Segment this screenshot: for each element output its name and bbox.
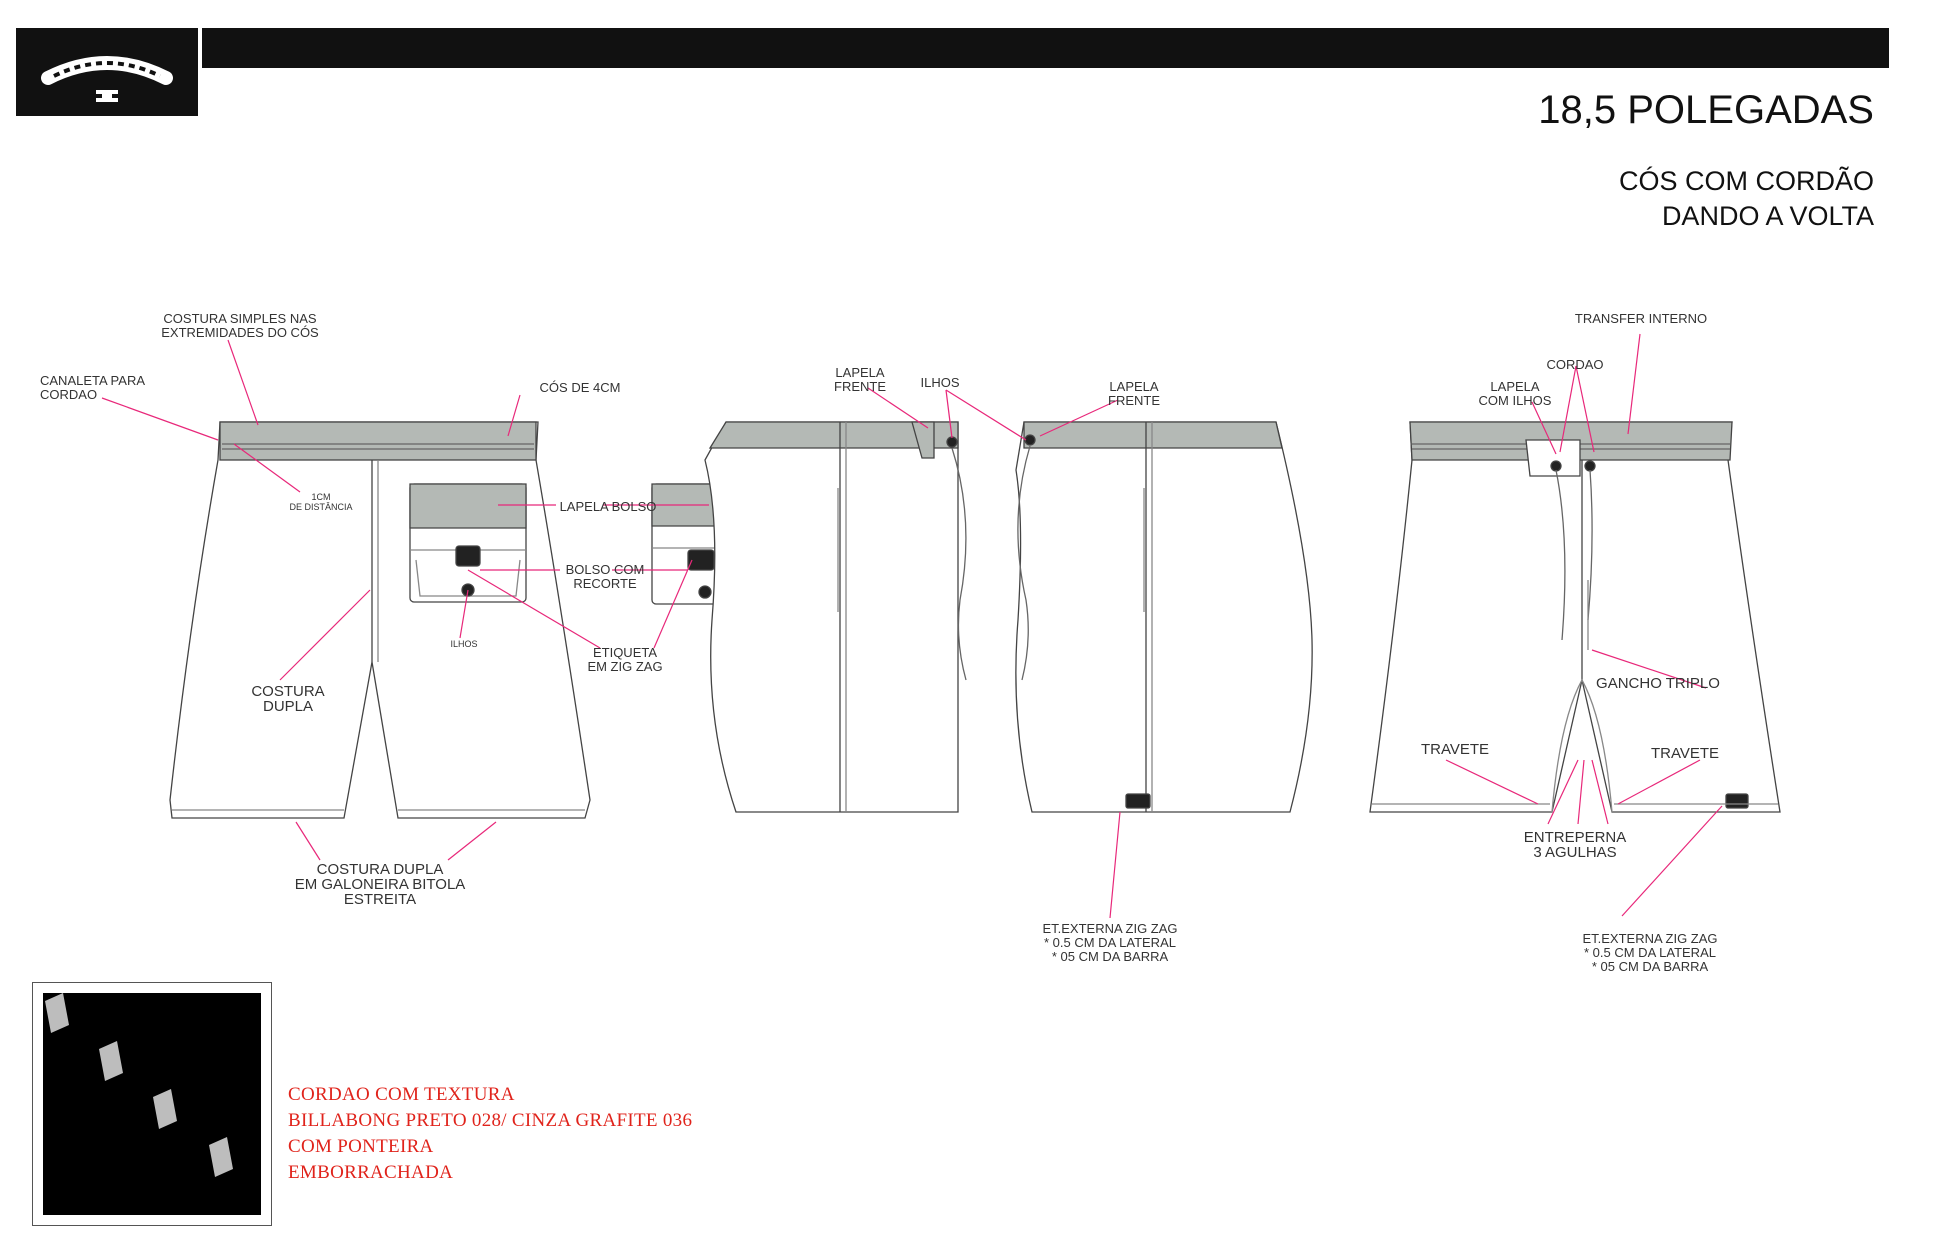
label-lapela-bolso: LAPELA BOLSO [559,499,657,514]
label-lapela-frente-2: LAPELA FRENTE [1108,379,1160,408]
label-et-externa-2: ET.EXTERNA ZIG ZAG * 0.5 CM DA LATERAL *… [1582,931,1718,974]
note-line-2: BILLABONG PRETO 028/ CINZA GRAFITE 036 [288,1110,693,1131]
label-1cm-distancia: 1CM DE DISTÂNCIA [289,492,353,512]
label-etiqueta: ETIQUETA EM ZIG ZAG [587,645,663,674]
label-et-externa-1: ET.EXTERNA ZIG ZAG * 0.5 CM DA LATERAL *… [1042,921,1178,964]
billabong-logo-icon [41,56,173,102]
subtitle-line-1: CÓS COM CORDÃO [1618,166,1874,196]
label-travete-left: TRAVETE [1420,741,1490,758]
label-entreperna: ENTREPERNA 3 AGULHAS [1523,829,1627,861]
label-ilhos-small: ILHOS [450,639,478,649]
brand-logo [16,28,198,116]
cord-texture-swatch [32,982,272,1226]
side-view-left [704,421,967,813]
label-travete-right: TRAVETE [1650,745,1720,762]
label-lapela-frente-1: LAPELA FRENTE [834,365,886,394]
swatch-fill [43,993,261,1215]
label-cordao: CORDAO [1546,357,1604,372]
side-view-right [1015,421,1313,813]
label-costura-simples: COSTURA SIMPLES NAS EXTREMIDADES DO CÓS [161,311,319,340]
note-line-3: COM PONTEIRA [288,1136,434,1157]
label-gancho-triplo: GANCHO TRIPLO [1596,675,1720,692]
label-lapela-com-ilhos: LAPELA COM ILHOS [1478,379,1552,408]
header-bar [202,28,1889,68]
label-costura-dupla-galoneira: COSTURA DUPLA EM GALONEIRA BITOLA ESTREI… [294,861,466,908]
label-ilhos: ILHOS [920,375,960,390]
back-view-shorts [169,421,591,819]
label-costura-dupla: COSTURA DUPLA [251,683,325,715]
front-view-shorts [1369,421,1781,813]
label-transfer-interno: TRANSFER INTERNO [1574,311,1708,326]
subtitle-line-2: DANDO A VOLTA [1661,201,1874,231]
page-title: 18,5 POLEGADAS [1538,88,1874,132]
label-cos-4cm: CÓS DE 4CM [539,380,621,395]
label-bolso-recorte: BOLSO COM RECORTE [565,562,645,591]
label-canaleta: CANALETA PARA CORDAO [40,373,145,402]
note-line-1: CORDAO COM TEXTURA [288,1084,515,1105]
callout-lines [101,333,1723,919]
note-line-4: EMBORRACHADA [288,1162,454,1183]
